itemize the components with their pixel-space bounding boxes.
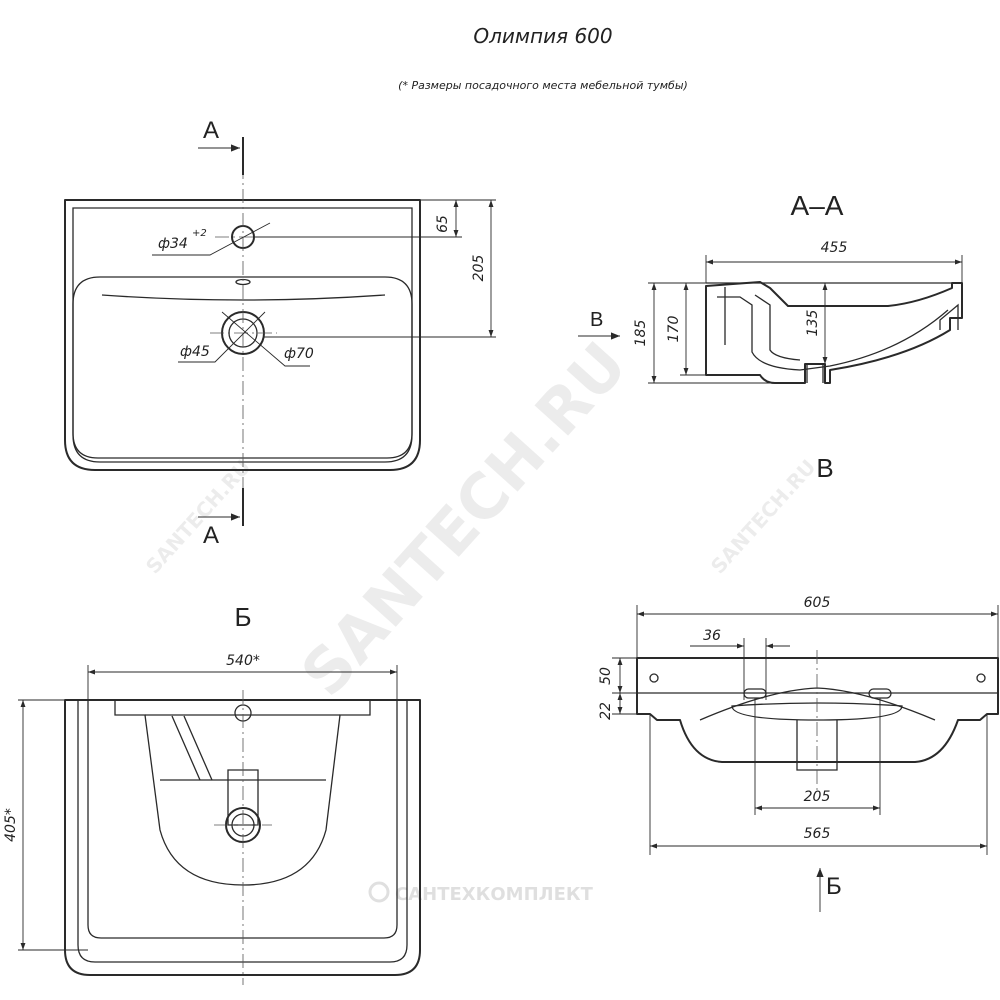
view-v — [612, 605, 999, 912]
dim-565-label: 565 — [804, 826, 831, 842]
page-note: (* Размеры посадочного места мебельной т… — [398, 79, 688, 92]
dim-65-label: 65 — [435, 215, 451, 233]
dim-540-label: 540* — [226, 653, 260, 669]
dim-170-label: 170 — [666, 316, 682, 343]
watermark-main: SANTECH.RU — [287, 328, 641, 710]
view-b-title: Б — [234, 602, 251, 632]
page-title: Олимпия 600 — [473, 24, 612, 48]
top-view — [64, 137, 496, 526]
dim-205-label: 205 — [471, 255, 487, 282]
dim-135-label: 135 — [805, 310, 821, 337]
dim-405-label: 405* — [3, 808, 19, 842]
dim-455-label: 455 — [821, 240, 848, 256]
dim-36-label: 36 — [703, 628, 721, 644]
dim-185-label: 185 — [633, 320, 649, 347]
dim-d34-label: ф34 — [158, 236, 188, 252]
dim-d34-tolerance: +2 — [192, 228, 207, 239]
watermark-brand: САНТЕХКОМПЛЕКТ — [368, 881, 594, 905]
view-b-arrow-label: Б — [826, 873, 842, 900]
dim-605-label: 605 — [804, 595, 831, 611]
view-v-arrow-label: В — [590, 309, 603, 331]
dim-205-front-label: 205 — [804, 789, 831, 805]
dim-50-label: 50 — [598, 667, 614, 685]
view-v-title: В — [816, 453, 833, 483]
section-aa-title: А–А — [791, 190, 844, 221]
dim-d70-label: ф70 — [284, 346, 314, 362]
dim-22-label: 22 — [598, 702, 614, 720]
svg-text:САНТЕХКОМПЛЕКТ: САНТЕХКОМПЛЕКТ — [395, 884, 594, 905]
section-a-bottom-label: А — [203, 522, 219, 549]
section-a-top-label: А — [203, 117, 219, 144]
view-b — [18, 665, 421, 985]
section-aa-view — [578, 255, 963, 384]
watermark-small-right: SANTECH.RU — [706, 455, 821, 579]
dim-d45-label: ф45 — [180, 344, 210, 360]
